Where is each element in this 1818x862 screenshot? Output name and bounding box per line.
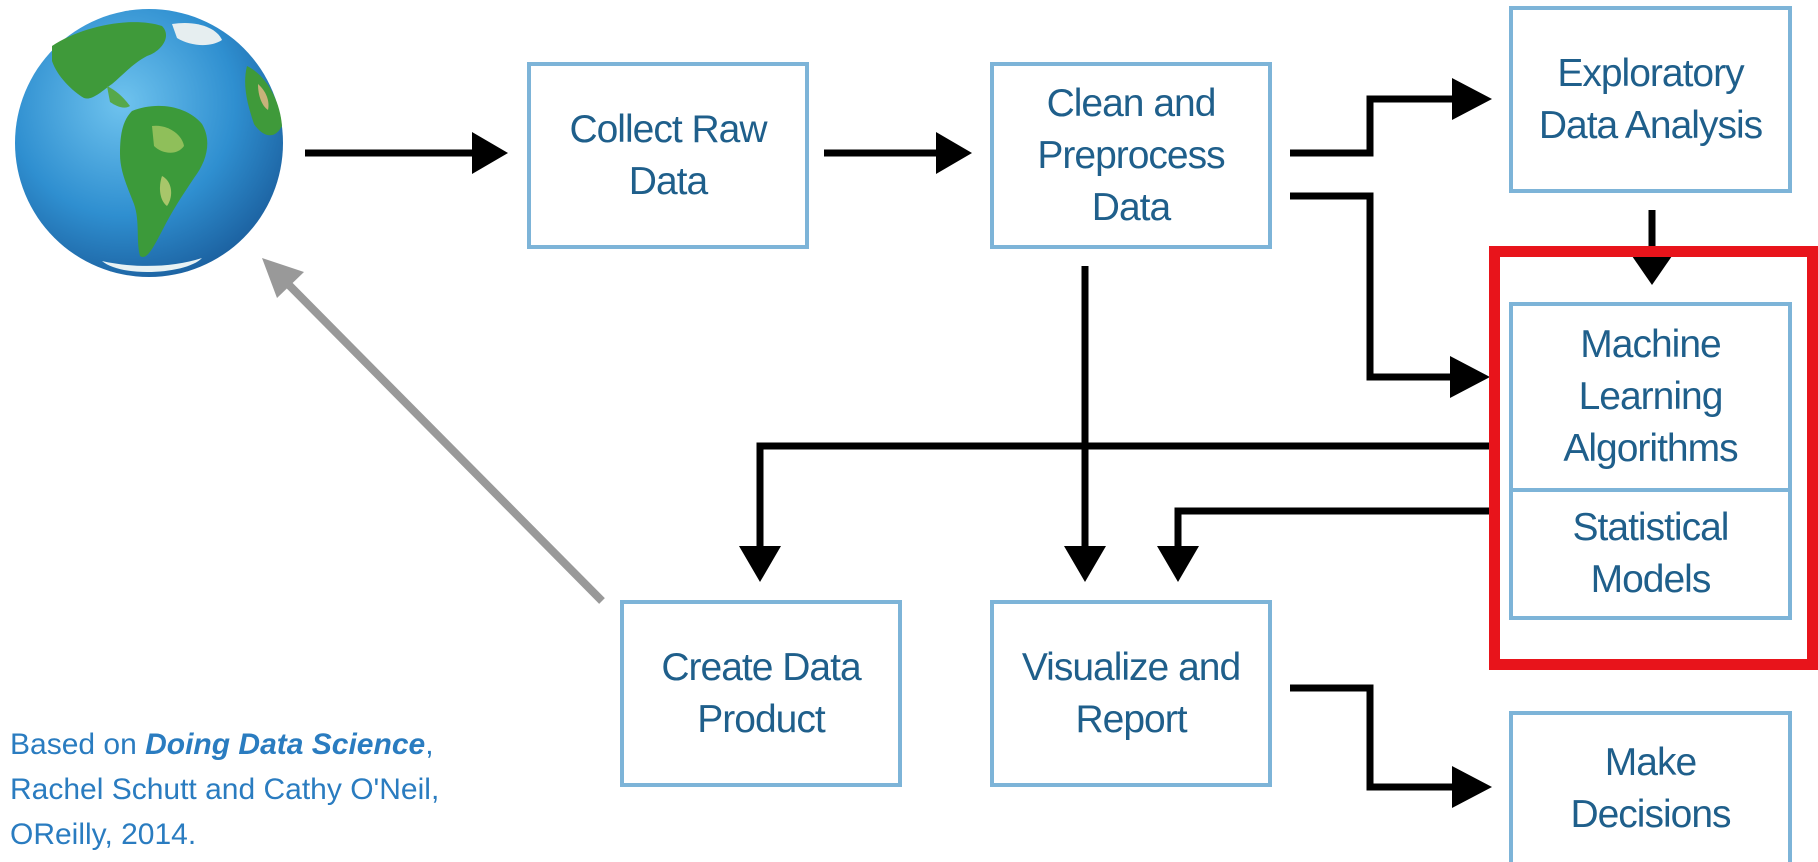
machine-learning-label: Machine Learning Algorithms — [1563, 323, 1738, 470]
arrow-clean-to-exploratory — [1290, 95, 1452, 157]
collect-raw-data-label: Collect Raw Data — [569, 107, 767, 203]
arrow-ml-to-product — [756, 442, 1490, 550]
caption-line-2: Rachel Schutt and Cathy O'Neil, — [10, 773, 440, 806]
caption-comma: , — [425, 728, 434, 761]
earth-globe-icon — [12, 6, 286, 280]
clean-preprocess-box: Clean and Preprocess Data — [990, 62, 1272, 249]
highlight-frame — [1489, 246, 1818, 670]
statistical-models-label: Statistical Models — [1572, 506, 1730, 601]
caption-line-3: OReilly, 2014. — [10, 818, 197, 851]
statistical-models-cell: Statistical Models — [1513, 492, 1788, 616]
arrow-visualize-to-decisions — [1290, 684, 1452, 791]
make-decisions-label: Make Decisions — [1570, 740, 1731, 836]
models-box: Machine Learning Algorithms Statistical … — [1509, 302, 1792, 620]
caption-book-title: Doing Data Science — [145, 728, 426, 761]
machine-learning-cell: Machine Learning Algorithms — [1513, 306, 1788, 488]
caption-line-1: Based on Doing Data Science, — [10, 722, 439, 767]
make-decisions-box: Make Decisions — [1509, 711, 1792, 862]
arrow-clean-to-ml — [1290, 192, 1452, 381]
create-data-product-box: Create Data Product — [620, 600, 902, 787]
caption-prefix: Based on — [10, 728, 146, 761]
visualize-report-label: Visualize and Report — [1021, 645, 1241, 741]
source-caption: Based on Doing Data Science, Rachel Schu… — [10, 722, 439, 857]
clean-preprocess-label: Clean and Preprocess Data — [1037, 81, 1225, 229]
collect-raw-data-box: Collect Raw Data — [527, 62, 809, 249]
visualize-report-box: Visualize and Report — [990, 600, 1272, 787]
exploratory-analysis-box: Exploratory Data Analysis — [1509, 6, 1792, 193]
arrow-product-to-globe — [262, 258, 605, 604]
create-data-product-label: Create Data Product — [661, 645, 861, 741]
arrow-stats-to-visualize — [1174, 507, 1490, 550]
exploratory-analysis-label: Exploratory Data Analysis — [1538, 51, 1763, 147]
models-divider — [1513, 488, 1788, 492]
